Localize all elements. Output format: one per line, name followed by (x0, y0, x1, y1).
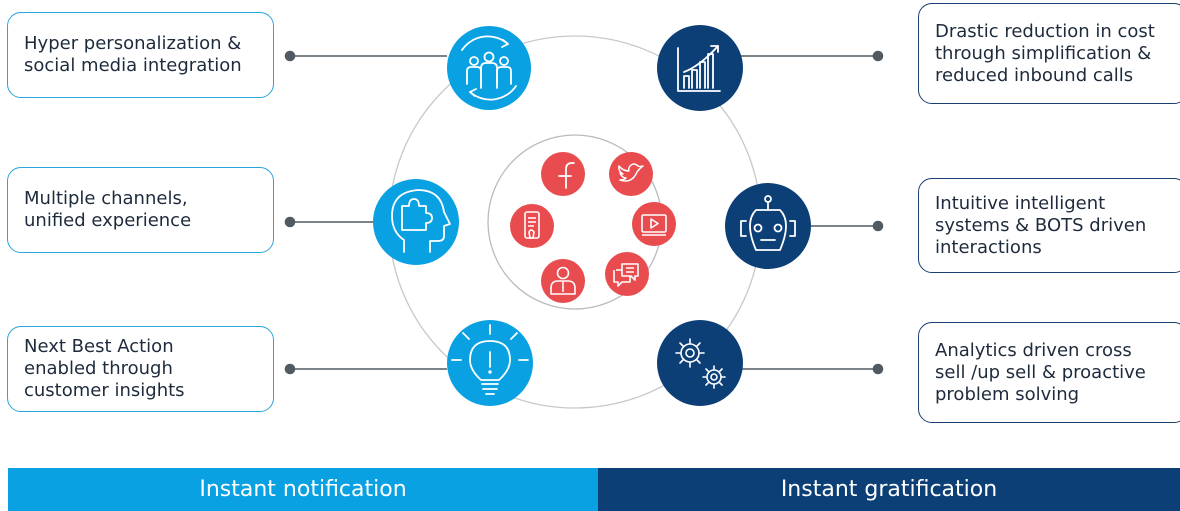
bar-label-left: Instant notification (199, 477, 407, 502)
feature-box-analytics: Analytics driven cross sell /up sell & p… (918, 322, 1180, 423)
mobile-icon (510, 204, 554, 248)
feature-box-cost-reduction: Drastic reduction in cost through simpli… (918, 3, 1180, 104)
connector-left-1 (284, 50, 447, 62)
feature-text: Analytics driven cross sell /up sell & p… (935, 339, 1146, 405)
lightbulb-icon (447, 320, 533, 406)
feature-text: Next Best Action enabled through custome… (24, 336, 185, 401)
person-icon (541, 259, 585, 303)
puzzle-head-icon (373, 179, 459, 265)
feature-text: Drastic reduction in cost through simpli… (935, 20, 1155, 86)
feature-text: Intuitive intelligent systems & BOTS dri… (935, 192, 1147, 258)
gears-icon (657, 320, 743, 406)
feature-text: Hyper personalization & social media int… (24, 33, 242, 76)
people-sync-icon (447, 26, 531, 110)
facebook-icon (541, 152, 585, 196)
feature-text: Multiple channels, unified experience (24, 188, 192, 231)
feature-box-personalization: Hyper personalization & social media int… (7, 12, 274, 98)
instant-gratification-bar: Instant gratification (598, 468, 1180, 511)
connector-left-2 (284, 216, 375, 228)
chat-icon (605, 252, 649, 296)
growth-chart-icon (657, 25, 743, 111)
robot-icon (725, 183, 811, 269)
connector-left-3 (284, 363, 447, 375)
bar-label-right: Instant gratification (780, 477, 998, 502)
feature-box-channels: Multiple channels, unified experience (7, 167, 274, 253)
feature-box-next-best-action: Next Best Action enabled through custome… (7, 326, 274, 412)
twitter-icon (609, 152, 653, 196)
instant-notification-bar: Instant notification (8, 468, 598, 511)
video-icon (632, 202, 676, 246)
connector-right-2 (811, 220, 884, 232)
feature-box-bots: Intuitive intelligent systems & BOTS dri… (918, 178, 1180, 273)
